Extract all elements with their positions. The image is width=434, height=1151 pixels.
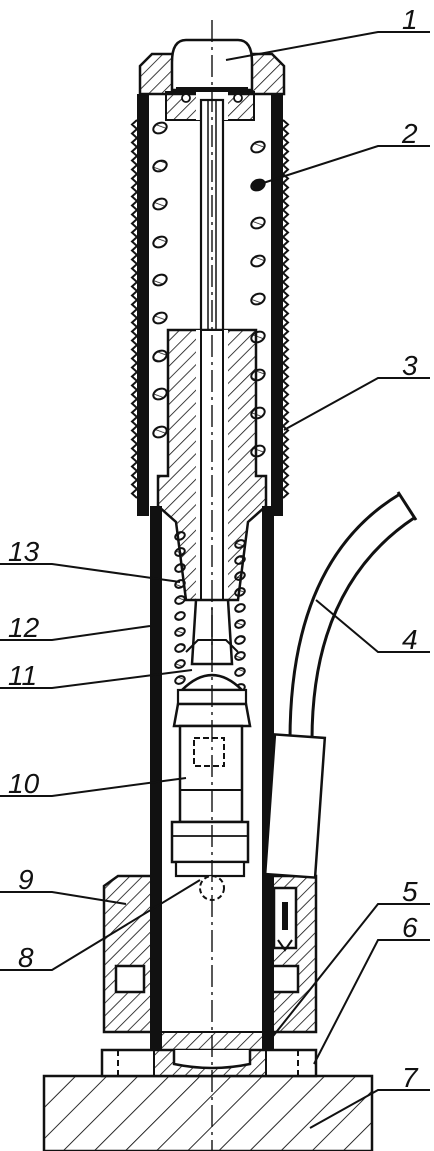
- base-workpiece: [42, 1074, 374, 1151]
- callout-8: 8: [18, 942, 34, 973]
- sensor-cable: [263, 491, 418, 879]
- spring-coil: [152, 197, 168, 211]
- leader-lines: [0, 31, 430, 1129]
- callout-11: 11: [8, 660, 38, 691]
- spring-coil: [174, 547, 186, 557]
- spring-coil: [152, 273, 168, 287]
- callout-9: 9: [18, 864, 34, 895]
- spring-coil: [152, 121, 168, 135]
- spring-coil: [174, 643, 186, 653]
- spring-coil: [234, 651, 246, 661]
- spring-coil: [152, 311, 168, 325]
- callout-12: 12: [8, 612, 40, 643]
- outer-housing: [130, 94, 290, 516]
- indenter-assembly: [170, 702, 252, 878]
- spring-coil: [174, 611, 186, 621]
- spring-coil: [250, 254, 266, 268]
- spring-coil: [152, 235, 168, 249]
- spring-coil: [174, 595, 186, 605]
- callout-3: 3: [402, 350, 418, 381]
- callout-4: 4: [402, 624, 418, 655]
- spring-coil: [250, 216, 266, 230]
- spring-coil: [174, 627, 186, 637]
- callout-10: 10: [8, 768, 40, 799]
- callout-1: 1: [402, 4, 418, 35]
- spring-coil: [152, 349, 168, 363]
- spring-coil: [174, 531, 186, 541]
- spring-coil: [250, 140, 266, 154]
- callout-7: 7: [402, 1062, 418, 1093]
- callout-5: 5: [402, 876, 418, 907]
- spring-coil: [152, 159, 168, 173]
- spring-coil: [152, 425, 168, 439]
- spring-coil: [234, 619, 246, 629]
- callout-2: 2: [402, 118, 418, 149]
- spring-coil: [234, 539, 246, 549]
- spring-coil: [234, 635, 246, 645]
- spring-coil: [234, 603, 246, 613]
- holder-block: [102, 874, 318, 1034]
- spring-coil: [234, 667, 246, 677]
- spring-coil: [174, 675, 186, 685]
- spring-coil: [250, 292, 266, 306]
- callout-13: 13: [8, 536, 40, 567]
- spring-coil: [234, 555, 246, 565]
- spring-coil: [174, 659, 186, 669]
- callout-6: 6: [402, 912, 418, 943]
- spring-coil: [174, 563, 186, 573]
- spring-coil: [152, 387, 168, 401]
- spring-coil: [234, 571, 246, 581]
- spring-coil: [234, 587, 246, 597]
- guide-tube: [150, 506, 274, 1050]
